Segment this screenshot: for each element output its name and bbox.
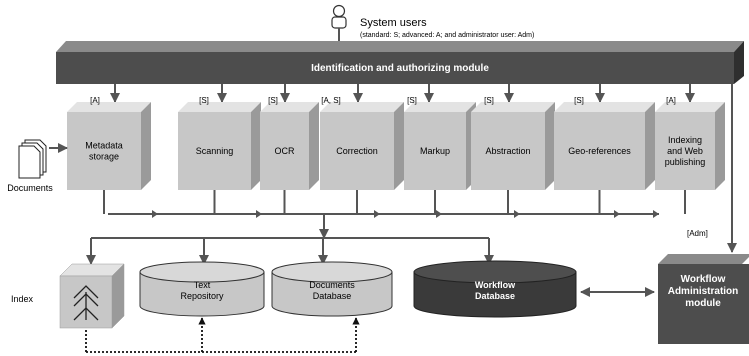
process-label-8: Indexing — [668, 135, 702, 145]
admin-role-label: [Adm] — [687, 229, 708, 238]
documents-database-line2: Database — [313, 291, 352, 301]
process-role-7: [S] — [574, 96, 584, 105]
flow-arrows — [152, 210, 659, 218]
process-label-4: Correction — [336, 146, 378, 156]
system-users-title: System users — [360, 17, 427, 29]
documents-database-line1: Documents — [309, 280, 355, 290]
workflow-admin-module: Workflow Administration module — [658, 254, 749, 344]
workflow-database: Workflow Database — [413, 260, 577, 318]
process-label-5: Markup — [420, 146, 450, 156]
documents-label: Documents — [7, 183, 53, 193]
process-box-7: [S] Geo-references — [554, 84, 655, 214]
admin-module-line3: module — [685, 298, 721, 309]
process-label-3: OCR — [275, 146, 296, 156]
process-role-6: [S] — [484, 96, 494, 105]
text-repository-line2: Repository — [180, 291, 224, 301]
process-box-3: [S] OCR — [260, 84, 319, 214]
process-role-8: [A] — [666, 96, 676, 105]
text-repository: Text Repository — [139, 261, 265, 317]
flow-arrowhead — [374, 210, 380, 218]
index-label: Index — [11, 294, 34, 304]
admin-module-line1: Workflow — [681, 274, 726, 285]
index-links — [85, 317, 360, 353]
process-role-5: [S] — [407, 96, 417, 105]
process-box-4: [A, S] Correction — [320, 84, 404, 214]
identification-module-label: Identification and authorizing module — [311, 63, 489, 74]
flow-arrowhead — [514, 210, 520, 218]
workflow-database-line1: Workflow — [475, 280, 516, 290]
process-role-3: [S] — [268, 96, 278, 105]
process-label-2: Scanning — [196, 146, 234, 156]
documents-database: Documents Database — [271, 261, 393, 317]
system-users-subtitle: (standard: S; advanced: A; and administr… — [360, 32, 534, 39]
process-role-4: [A, S] — [321, 96, 341, 105]
text-repository-line1: Text — [194, 280, 211, 290]
flow-arrowhead — [256, 210, 262, 218]
process-role-1: [A] — [90, 96, 100, 105]
process-label-1: Metadata — [85, 141, 123, 151]
flow-arrowhead — [152, 210, 158, 218]
process-role-2: [S] — [199, 96, 209, 105]
process-box-5: [S] Markup — [404, 84, 476, 214]
process-label-8: publishing — [665, 157, 706, 167]
process-label-8: and Web — [667, 146, 703, 156]
flow-arrowhead — [614, 210, 620, 218]
workflow-database-line2: Database — [475, 291, 515, 301]
user-icon — [331, 4, 347, 29]
documents-icon — [18, 139, 47, 179]
index-icon — [73, 285, 99, 321]
flow-arrowhead — [653, 210, 659, 218]
process-label-1: storage — [89, 152, 119, 162]
flow-arrowhead — [436, 210, 442, 218]
process-label-7: Geo-references — [568, 146, 631, 156]
process-box-2: [S] Scanning — [178, 84, 261, 214]
admin-module-line2: Administration — [668, 286, 739, 297]
process-label-6: Abstraction — [485, 146, 530, 156]
index-cube — [59, 263, 125, 329]
identification-module: Identification and authorizing module — [56, 41, 744, 84]
process-box-6: [S] Abstraction — [471, 84, 555, 214]
